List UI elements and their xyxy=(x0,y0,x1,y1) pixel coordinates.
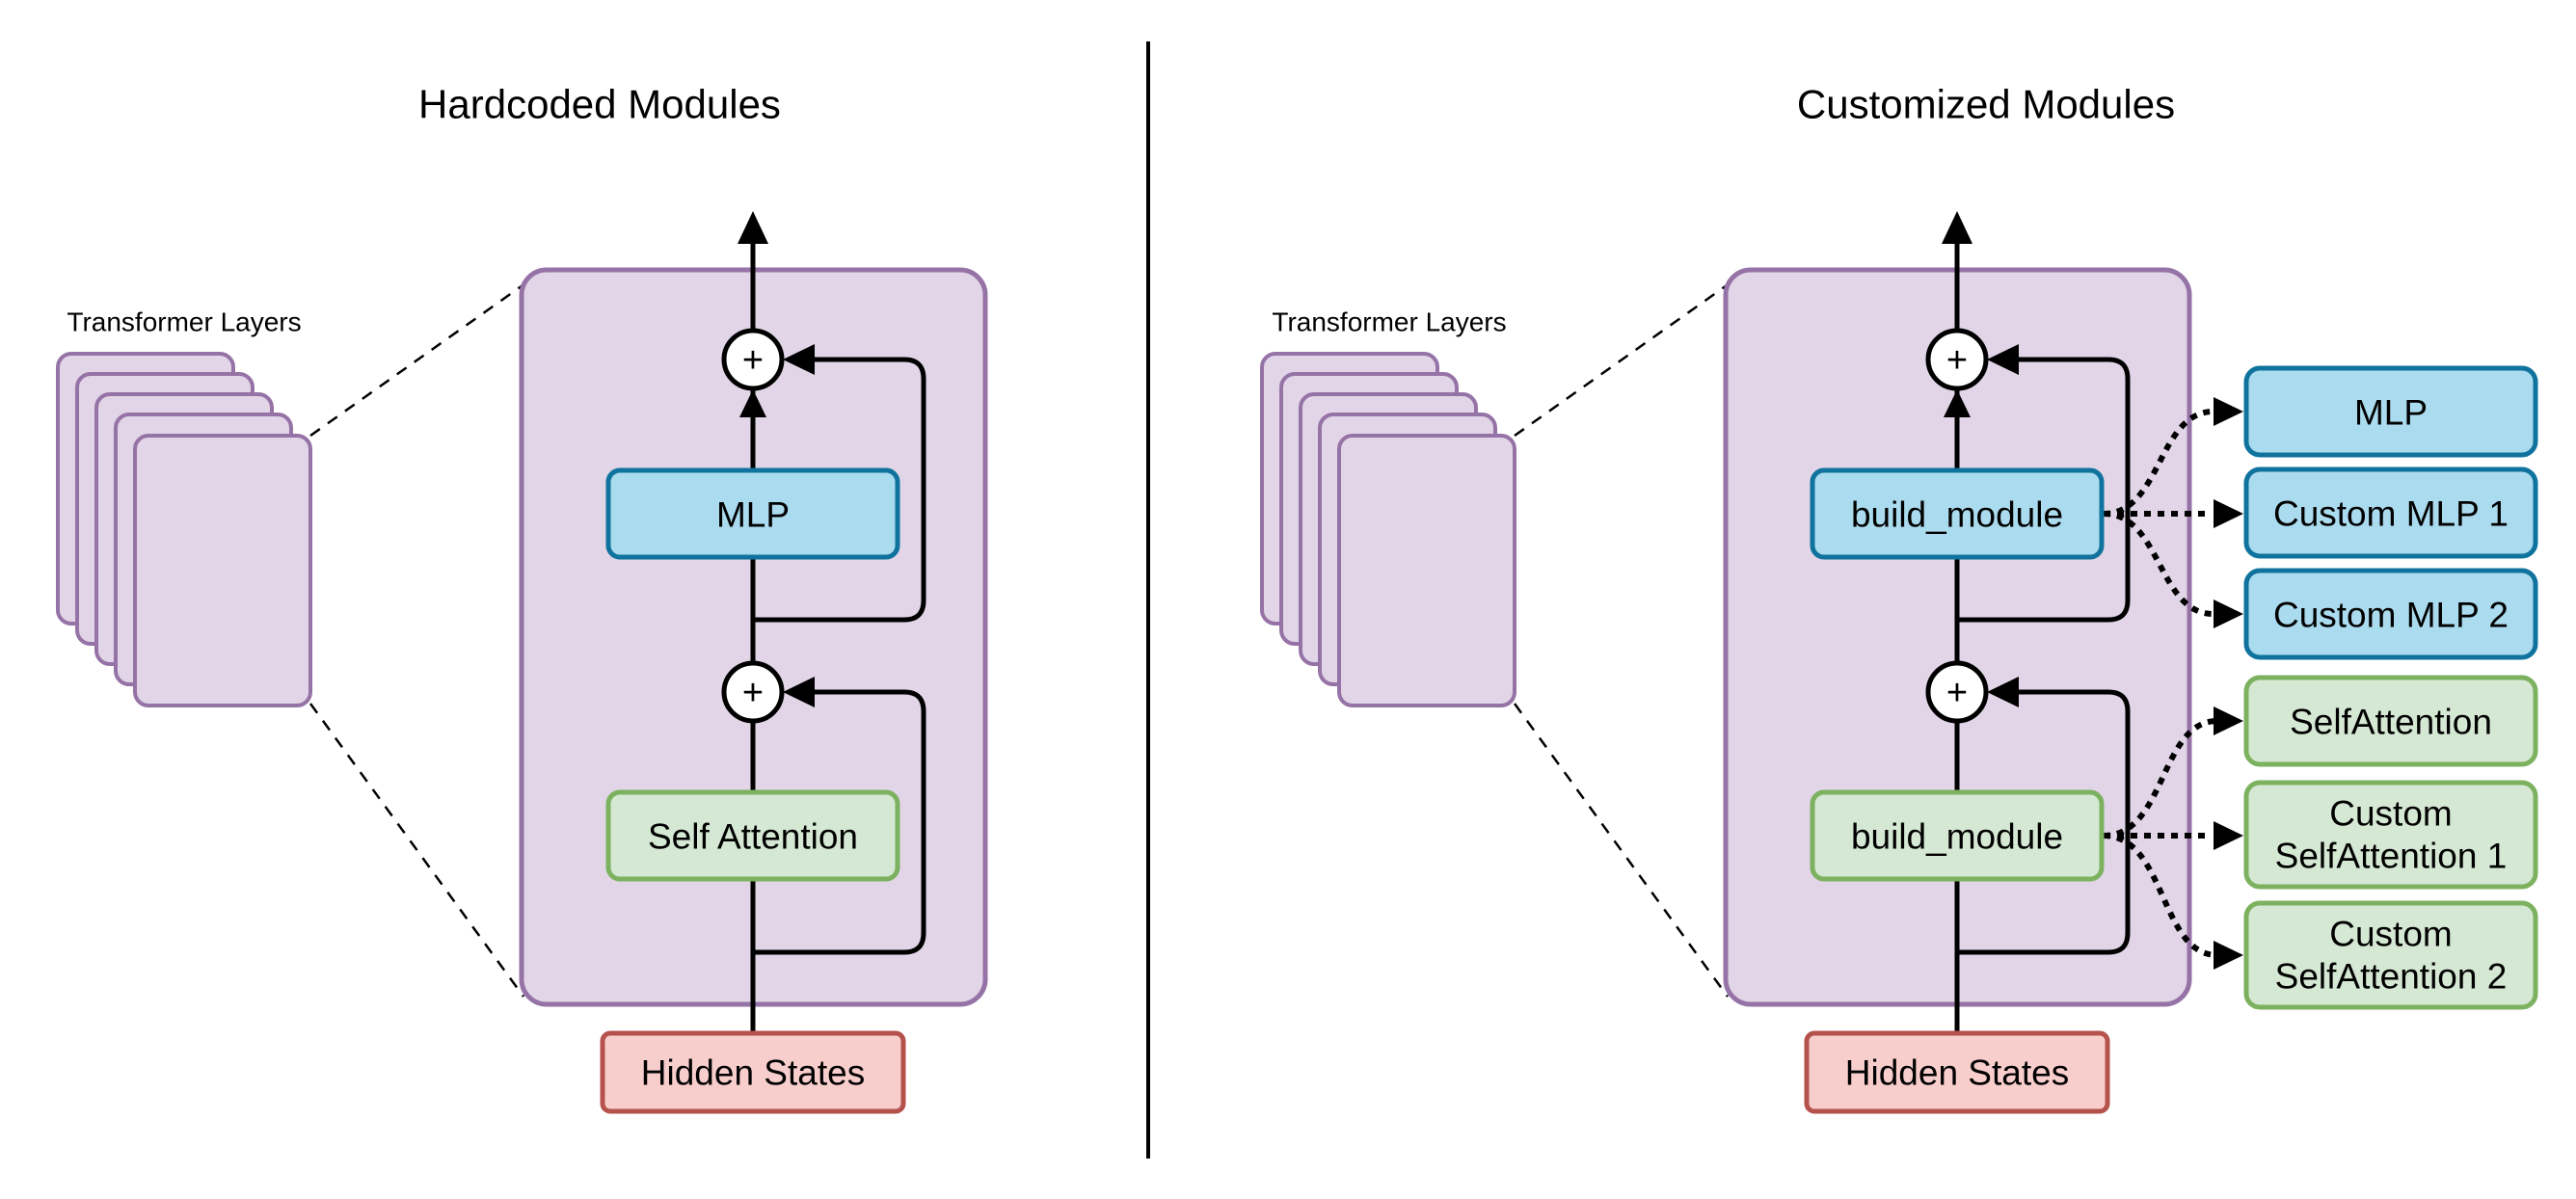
left-panel-title: Hardcoded Modules xyxy=(418,82,781,127)
right-dashed-connector-top xyxy=(1514,281,1731,438)
left-self-attention-label: Self Attention xyxy=(648,817,858,857)
dotted-arrow-head-icon xyxy=(2214,600,2243,628)
left-output-arrow-icon xyxy=(738,211,768,244)
mlp-option-box xyxy=(2243,365,2538,458)
dotted-arrow xyxy=(2103,718,2218,839)
left-mlp-residual-loop xyxy=(753,357,926,623)
stack-card xyxy=(1337,434,1516,707)
right-mlp-residual-loop xyxy=(1957,357,2131,623)
right-panel: Customized Modules Transformer Layers + … xyxy=(1260,82,2538,1114)
left-hidden-states-box xyxy=(600,1030,906,1114)
dotted-arrow xyxy=(2103,511,2214,617)
right-output-arrow-icon xyxy=(1942,211,1972,244)
attention-option-label: SelfAttention xyxy=(2290,703,2492,742)
attention-option-label-line2: SelfAttention 1 xyxy=(2275,837,2508,876)
left-attention-residual-loop xyxy=(753,689,926,955)
right-up-arrow-icon xyxy=(1944,389,1971,417)
left-mlp-loop-arrow-icon xyxy=(783,344,815,375)
dotted-arrow-head-icon xyxy=(2214,397,2243,426)
right-dashed-connector-bottom xyxy=(1513,703,1730,998)
plus-icon: + xyxy=(1946,673,1968,713)
left-self-attention-box xyxy=(605,789,900,882)
right-transformer-stack xyxy=(1260,352,1516,707)
attention-option-box xyxy=(2243,900,2538,1010)
plus-icon: + xyxy=(742,340,764,381)
attention-options-connectors xyxy=(2103,706,2243,970)
right-build-module-attention-box xyxy=(1810,789,2105,882)
dotted-arrow-head-icon xyxy=(2214,706,2243,735)
dotted-arrow-head-icon xyxy=(2214,499,2243,528)
left-add-circle-top xyxy=(721,328,785,391)
attention-option-label-line1: Custom xyxy=(2329,794,2452,834)
left-dashed-connector-top xyxy=(309,281,526,438)
right-stack-label: Transformer Layers xyxy=(1272,307,1506,337)
mlp-option-box xyxy=(2243,466,2538,559)
mlp-option-label: Custom MLP 2 xyxy=(2273,596,2509,635)
left-mlp-label: MLP xyxy=(716,495,790,535)
left-up-arrow-icon xyxy=(739,389,766,417)
right-mlp-loop-arrow-icon xyxy=(1987,344,2019,375)
left-stack-label: Transformer Layers xyxy=(67,307,301,337)
attention-option-label-line1: Custom xyxy=(2329,915,2452,954)
right-add-circle-bottom xyxy=(1925,660,1989,724)
mlp-option-list: MLP Custom MLP 1 Custom MLP 2 xyxy=(2243,365,2538,660)
mlp-options-connectors xyxy=(2103,397,2243,628)
plus-icon: + xyxy=(1946,340,1968,381)
right-attention-loop-arrow-icon xyxy=(1987,677,2019,707)
right-hidden-states-label: Hidden States xyxy=(1845,1053,2069,1093)
left-hidden-states-label: Hidden States xyxy=(641,1053,865,1093)
left-attention-loop-arrow-icon xyxy=(783,677,815,707)
right-build-module-mlp-label: build_module xyxy=(1851,495,2063,535)
plus-icon: + xyxy=(742,673,764,713)
right-hidden-states-box xyxy=(1804,1030,2110,1114)
mlp-option-label: Custom MLP 1 xyxy=(2273,494,2509,534)
right-panel-title: Customized Modules xyxy=(1797,82,2175,127)
attention-option-box xyxy=(2243,780,2538,890)
dotted-arrow-head-icon xyxy=(2214,821,2243,850)
dotted-arrow-head-icon xyxy=(2214,941,2243,970)
right-attention-residual-loop xyxy=(1957,689,2131,955)
dotted-arrow xyxy=(2103,409,2214,517)
left-add-circle-bottom xyxy=(721,660,785,724)
left-transformer-stack xyxy=(56,352,312,707)
right-build-module-mlp-box xyxy=(1810,467,2105,560)
left-dashed-connector-bottom xyxy=(309,703,525,998)
left-panel: Hardcoded Modules Transformer Layers + + xyxy=(56,82,988,1114)
left-mlp-box xyxy=(605,467,900,560)
mlp-option-label: MLP xyxy=(2354,393,2428,433)
right-add-circle-top xyxy=(1925,328,1989,391)
attention-option-box xyxy=(2243,675,2538,767)
right-build-module-attention-label: build_module xyxy=(1851,817,2063,857)
attention-option-list: SelfAttention Custom SelfAttention 1 Cus… xyxy=(2243,675,2538,1010)
attention-option-label-line2: SelfAttention 2 xyxy=(2275,957,2508,997)
mlp-option-box xyxy=(2243,568,2538,660)
stack-card xyxy=(133,434,312,707)
